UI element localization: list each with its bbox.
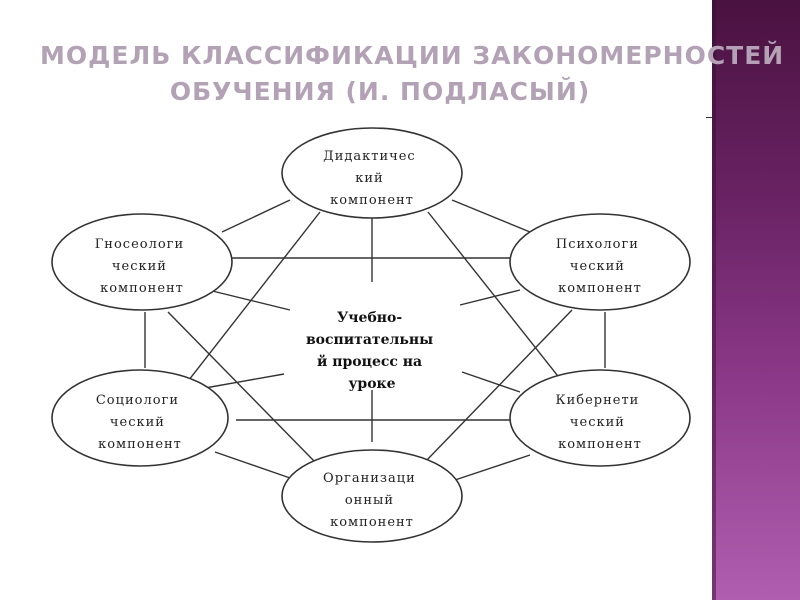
- node-cybernetic: [509, 369, 691, 467]
- edge-didactic-gnoseological: [221, 199, 291, 233]
- tick-mark: [706, 117, 712, 118]
- edge-center-psychological: [459, 289, 521, 306]
- node-didactic: [281, 127, 463, 219]
- edge-cybernetic-organizational: [454, 454, 531, 481]
- node-sociological: [51, 369, 229, 467]
- diag-didactic-sociological: [184, 211, 321, 386]
- node-gnoseological: [51, 213, 233, 311]
- slide-title: Модель классификации закономерностей обу…: [40, 38, 785, 110]
- node-organizational: [281, 449, 463, 543]
- edge-center-sociological: [204, 373, 285, 389]
- edge-sociological-organizational: [214, 451, 291, 479]
- node-cybernetic-label: Кибернети ческий компонент: [556, 393, 645, 452]
- diag-didactic-cybernetic: [427, 211, 566, 386]
- node-didactic-label: Дидактичес кий компонент: [323, 149, 421, 208]
- node-sociological-label: Социологи ческий компонент: [96, 393, 184, 452]
- decorative-sidebar: [712, 0, 800, 600]
- edge-center-cybernetic: [461, 371, 521, 393]
- edge-didactic-psychological: [451, 199, 531, 233]
- node-psychological: [509, 213, 691, 311]
- title-line-1: Модель классификации закономерностей: [40, 41, 785, 70]
- node-psychological-label: Психологи ческий компонент: [556, 237, 644, 296]
- diag-psychological-organizational: [424, 309, 573, 463]
- node-organizational-label: Организаци онный компонент: [323, 471, 421, 530]
- sidebar-edge: [712, 0, 716, 600]
- diag-gnoseological-organizational: [167, 311, 316, 463]
- center-label: Учебно- воспитательны й процесс на уроке: [306, 310, 438, 392]
- title-line-2: обучения (И. Подласый): [169, 77, 591, 106]
- node-gnoseological-label: Гносеологи ческий компонент: [95, 237, 190, 296]
